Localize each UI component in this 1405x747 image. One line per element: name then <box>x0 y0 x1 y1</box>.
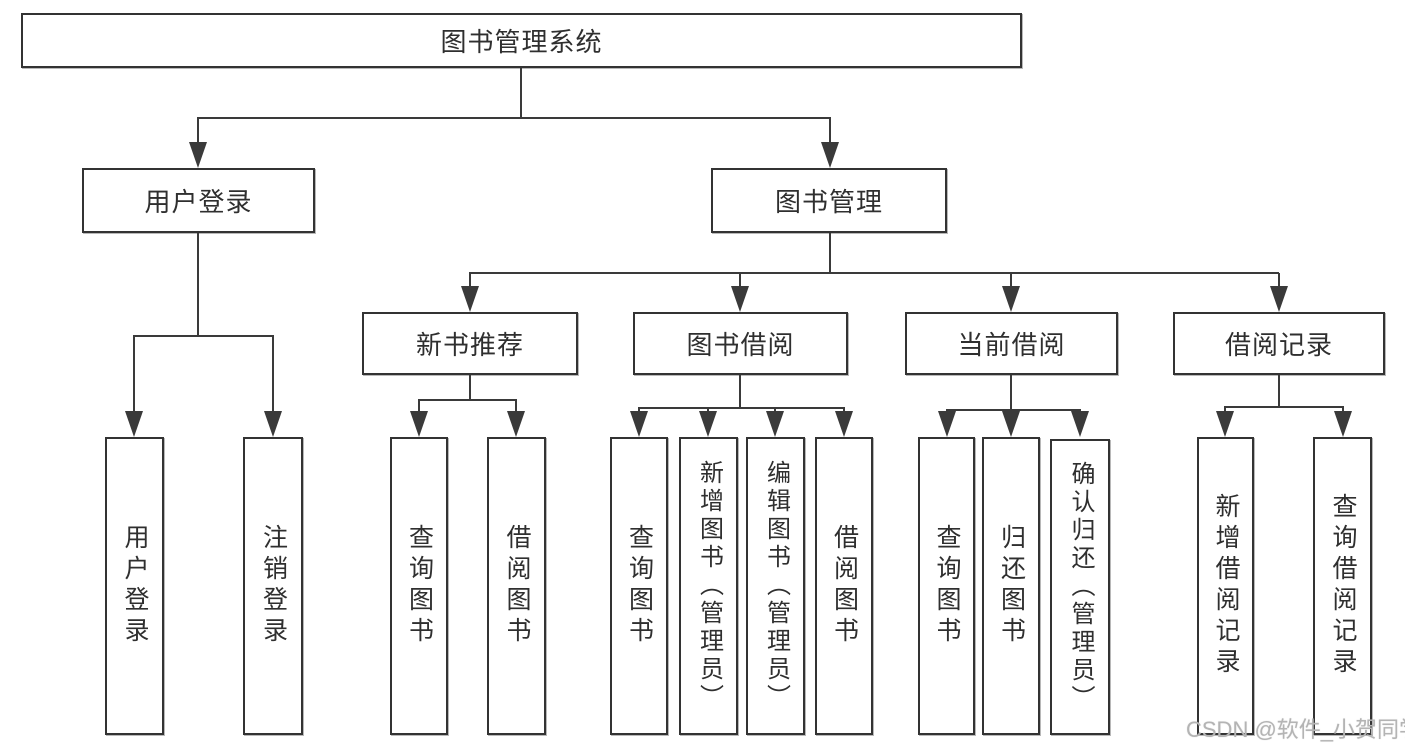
leaf-label: 借阅图书 <box>830 524 859 648</box>
leaf-label: 用户登录 <box>121 524 149 648</box>
connector-line <box>1224 407 1226 413</box>
arrow-down-icon <box>699 411 717 437</box>
leaf-borrow-books-1: 借阅图书 <box>487 437 546 735</box>
node-label: 用户登录 <box>144 187 253 217</box>
node-label: 借阅记录 <box>1224 330 1333 360</box>
node-book-borrowing: 图书借阅 <box>633 312 848 375</box>
arrow-down-icon <box>1216 411 1234 437</box>
connector-line <box>1342 407 1344 413</box>
node-borrowing-records: 借阅记录 <box>1173 312 1385 375</box>
node-new-book-recommendation: 新书推荐 <box>362 312 578 375</box>
arrow-down-icon <box>766 411 784 437</box>
connector-line <box>133 335 274 337</box>
leaf-label: 查询借阅记录 <box>1329 493 1357 679</box>
arrow-down-icon <box>938 411 956 437</box>
leaf-label: 注销登录 <box>259 524 288 648</box>
node-library-management-system: 图书管理系统 <box>21 13 1022 68</box>
arrow-down-icon <box>264 411 282 437</box>
node-label: 图书借阅 <box>686 330 795 360</box>
connector-line <box>418 399 517 401</box>
leaf-label: 确认归还（管理员） <box>1067 461 1094 713</box>
leaf-add-book-admin: 新增图书（管理员） <box>679 437 738 735</box>
connector-line <box>843 408 845 413</box>
leaf-query-books-2: 查询图书 <box>610 437 668 735</box>
arrow-down-icon <box>461 286 479 312</box>
arrow-down-icon <box>410 411 428 437</box>
connector-line <box>272 336 274 413</box>
leaf-return-books: 归还图书 <box>982 437 1040 735</box>
arrow-down-icon <box>1071 411 1089 437</box>
connector-line <box>515 400 517 413</box>
connector-line <box>946 409 1081 411</box>
node-label: 图书管理系统 <box>440 27 603 57</box>
arrow-down-icon <box>821 142 839 168</box>
connector-line <box>197 233 199 337</box>
connector-line <box>638 408 640 413</box>
arrow-down-icon <box>630 411 648 437</box>
csdn-watermark: CSDN @软件_小贺同学 <box>1186 717 1405 742</box>
leaf-label: 归还图书 <box>997 524 1026 648</box>
arrow-down-icon <box>731 286 749 312</box>
connector-line <box>739 273 741 288</box>
leaf-label: 查询图书 <box>405 524 434 648</box>
node-current-borrowing: 当前借阅 <box>905 312 1118 375</box>
arrow-down-icon <box>507 411 525 437</box>
connector-line <box>1278 375 1280 407</box>
connector-line <box>1224 406 1344 408</box>
connector-line <box>197 117 831 119</box>
connector-line <box>197 118 199 144</box>
leaf-label: 新增图书（管理员） <box>695 460 723 712</box>
connector-line <box>469 272 1279 274</box>
connector-line <box>1278 273 1280 288</box>
node-label: 新书推荐 <box>415 330 524 360</box>
connector-line <box>1010 273 1012 288</box>
leaf-query-books-1: 查询图书 <box>390 437 448 735</box>
leaf-label: 借阅图书 <box>503 524 531 648</box>
leaf-label: 查询图书 <box>625 524 654 648</box>
connector-line <box>774 408 776 413</box>
connector-line <box>638 407 845 409</box>
arrow-down-icon <box>835 411 853 437</box>
arrow-down-icon <box>125 411 143 437</box>
leaf-logout: 注销登录 <box>243 437 303 735</box>
connector-line <box>133 336 135 413</box>
connector-line <box>418 400 420 413</box>
connector-line <box>829 233 831 273</box>
leaf-query-borrowing-record: 查询借阅记录 <box>1313 437 1372 735</box>
leaf-label: 编辑图书（管理员） <box>762 460 790 712</box>
leaf-add-borrowing-record: 新增借阅记录 <box>1197 437 1254 735</box>
arrow-down-icon <box>1002 411 1020 437</box>
arrow-down-icon <box>1002 286 1020 312</box>
leaf-label: 新增借阅记录 <box>1212 493 1240 679</box>
arrow-down-icon <box>1270 286 1288 312</box>
node-label: 图书管理 <box>774 187 883 217</box>
connector-line <box>520 68 522 118</box>
connector-line <box>1010 375 1012 410</box>
leaf-confirm-return-admin: 确认归还（管理员） <box>1050 439 1110 735</box>
arrow-down-icon <box>1334 411 1352 437</box>
connector-line <box>707 408 709 413</box>
connector-line <box>739 375 741 408</box>
node-user-login: 用户登录 <box>82 168 315 233</box>
connector-line <box>469 273 471 288</box>
arrow-down-icon <box>189 142 207 168</box>
connector-line <box>829 118 831 144</box>
leaf-user-login: 用户登录 <box>105 437 164 735</box>
leaf-edit-book-admin: 编辑图书（管理员） <box>746 437 805 735</box>
node-label: 当前借阅 <box>957 330 1066 360</box>
connector-line <box>469 375 471 400</box>
leaf-label: 查询图书 <box>933 524 961 648</box>
node-book-management: 图书管理 <box>711 168 947 233</box>
leaf-borrow-books-2: 借阅图书 <box>815 437 873 735</box>
leaf-query-books-3: 查询图书 <box>918 437 975 735</box>
